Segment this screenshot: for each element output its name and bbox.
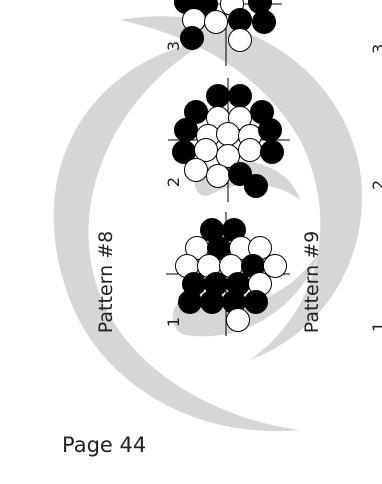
bead-white bbox=[226, 308, 250, 332]
bead-black bbox=[252, 10, 276, 34]
bead-black bbox=[228, 162, 252, 186]
pattern-9-step-3: 3 bbox=[369, 44, 382, 54]
pattern-9-step-2: 2 bbox=[369, 180, 382, 190]
bead-white bbox=[216, 144, 240, 168]
bead-white bbox=[206, 164, 230, 188]
bead-white bbox=[238, 138, 262, 162]
bead-white bbox=[194, 138, 218, 162]
bead-white bbox=[228, 28, 252, 52]
bead-diagram-step-2 bbox=[168, 78, 290, 202]
bead-black bbox=[180, 26, 204, 50]
bead-black bbox=[244, 174, 268, 198]
bead-black bbox=[174, 118, 198, 142]
bead-white bbox=[184, 158, 208, 182]
pattern-8-step-1: 1 bbox=[164, 317, 183, 327]
pattern-8-step-2: 2 bbox=[164, 177, 183, 187]
pattern-9-title: Pattern #9 bbox=[301, 231, 323, 333]
bead-black bbox=[178, 290, 202, 314]
pattern-8-title: Pattern #8 bbox=[95, 231, 117, 333]
bead-black bbox=[206, 84, 230, 108]
pattern-8-step-3: 3 bbox=[164, 41, 183, 51]
page-number: Page 44 bbox=[62, 433, 147, 457]
bead-white bbox=[263, 254, 287, 278]
bead-black bbox=[200, 290, 224, 314]
bead-black bbox=[244, 290, 268, 314]
bead-black bbox=[260, 140, 284, 164]
bead-diagram-step-1 bbox=[166, 212, 290, 336]
bead-black bbox=[228, 84, 252, 108]
bead-white bbox=[204, 10, 228, 34]
bead-white bbox=[216, 122, 240, 146]
bead-black bbox=[258, 118, 282, 142]
bead-diagram-step-3 bbox=[174, 0, 282, 66]
pattern-9-step-1: 1 bbox=[369, 322, 382, 332]
